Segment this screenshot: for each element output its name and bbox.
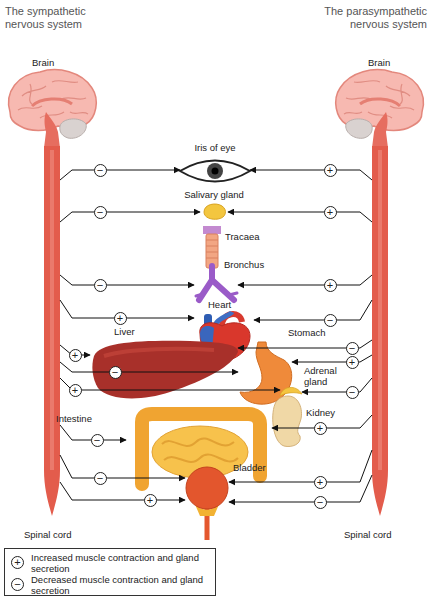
organ-label: Salivary gland [174,190,254,201]
nerve-pathway [302,378,372,392]
effect-sign: − [314,496,327,509]
eye-pupil [212,168,219,175]
eye-iris [207,163,223,179]
nerve-pathway [60,212,200,222]
nerve-pathway [228,212,372,222]
organ-target: Tracaea [203,226,221,266]
organ-label: Iris of eye [170,143,260,154]
eye-outline [180,161,250,182]
liver-highlight [104,349,214,356]
organ-label: Tracaea [225,232,275,243]
nerve-pathway [60,482,185,500]
trachea-rings [206,240,218,258]
legend-sign: − [12,579,23,590]
legend-symbol: − [11,578,24,591]
effect-sign: − [91,434,104,447]
organ-label: Stomach [288,328,338,339]
nervous-system-column: The sympathetic nervous systemBrainSpina… [44,145,60,515]
effect-sign: + [324,164,337,177]
effect-sign: + [314,422,327,435]
liver-shape [92,341,238,399]
spinal-cord-label: Spinal cord [24,530,96,541]
organ-label: Kidney [306,408,346,419]
organ-label: Bladder [233,463,283,474]
brain-label: Brain [32,58,72,69]
organ-target: Intestine [126,410,272,486]
effect-sign: + [346,356,359,369]
nerve-pathway [60,362,238,372]
effect-sign: + [69,384,82,397]
legend-sign: + [12,557,23,568]
effect-sign: + [324,279,337,292]
organ-label: Bronchus [224,260,274,271]
nervous-system-column: The parasympathetic nervous systemBrainS… [372,145,388,515]
nerve-pathway [254,300,372,320]
brain-label: Brain [368,58,408,69]
legend-symbol: + [11,556,24,569]
nerve-pathway [250,170,372,180]
left-brain-and-cord [9,70,97,516]
nerve-pathway [292,355,372,362]
nerve-pathway [60,275,194,285]
adrenal-cap [280,387,302,396]
salivary-gland-shape [204,204,225,219]
system-heading: The sympathetic nervous system [5,5,95,30]
effect-sign: + [69,349,82,362]
organ-target: Bladder [185,467,229,511]
bronchus-twigs [196,293,237,296]
kidney-shape [273,396,302,447]
legend-text: Decreased muscle contraction and gland s… [31,575,211,596]
spinal-cord-label: Spinal cord [344,530,416,541]
organ-target: Salivary gland [200,204,228,220]
nerve-pathway [60,170,180,180]
organ-label: Adrenal gland [304,366,344,388]
nerve-pathway [60,378,280,390]
legend-text: Increased muscle contraction and gland s… [31,553,211,574]
organ-target: Bronchus [194,266,238,304]
legend-box: + Increased muscle contraction and gland … [4,548,216,596]
effect-sign: − [94,279,107,292]
organ-label: Intestine [56,414,116,425]
organ-target: Kidney [272,396,304,446]
effect-sign: − [346,342,359,355]
nerve-pathway [229,450,372,482]
intestine-coils [162,439,238,462]
effect-sign: + [324,206,337,219]
nerve-pathway [229,475,372,502]
organ-target: Iris of eye [180,158,250,184]
organ-label: Heart [208,300,248,311]
effect-sign: + [114,312,127,325]
bladder-body [186,467,228,509]
larynx [203,226,221,234]
organ-target: Adrenal gland [280,384,302,396]
effect-sign: − [324,314,337,327]
stomach-shape [240,342,292,404]
effect-sign: − [346,386,359,399]
effect-sign: − [94,206,107,219]
right-brain-and-cord [336,70,424,516]
effect-sign: + [144,494,157,507]
trachea-tube [206,234,218,268]
effect-sign: + [314,476,327,489]
nerve-pathway [238,275,372,285]
nerve-pathway [60,300,194,318]
organ-target: Heart [194,312,254,362]
effect-sign: − [94,472,107,485]
nerve-pathway [60,455,185,478]
organ-target: Stomach [238,342,292,404]
effect-sign: − [94,164,107,177]
effect-sign: − [109,366,122,379]
system-heading: The parasympathetic nervous system [317,5,427,30]
organ-label: Liver [114,327,154,338]
